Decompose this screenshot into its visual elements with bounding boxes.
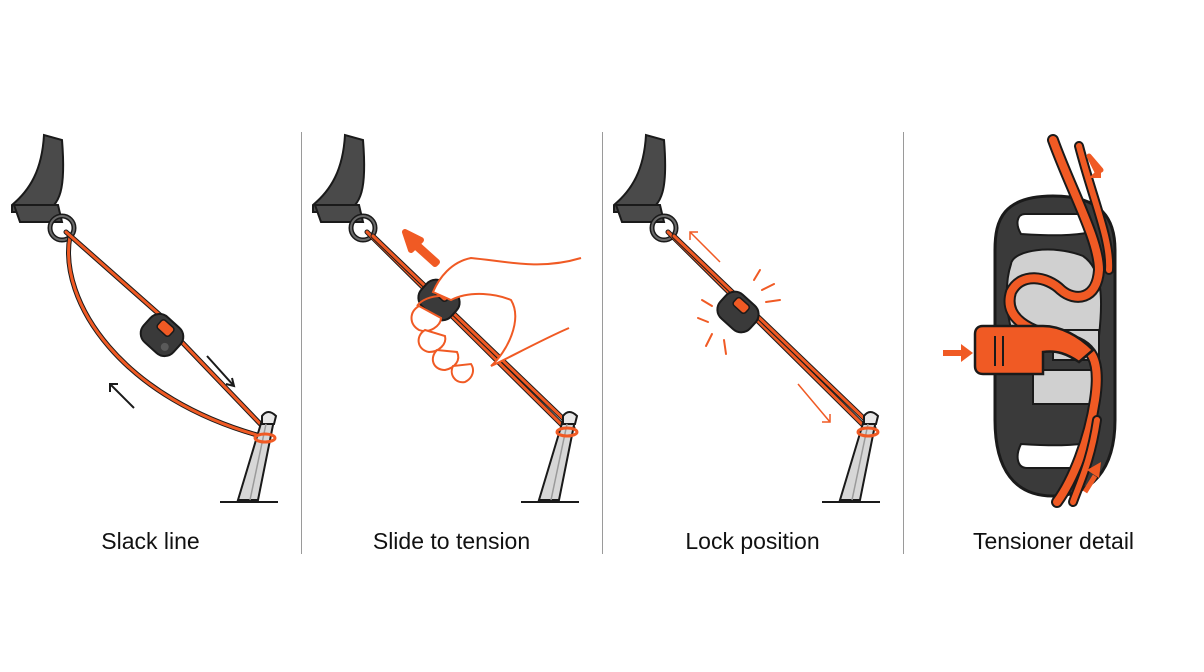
hand-outline: [410, 256, 582, 384]
click-spark-lines: [697, 269, 781, 355]
step-panel-slack-line: Slack line: [0, 0, 301, 672]
tent-strap: [312, 133, 366, 213]
panel-divider: [602, 132, 603, 554]
tensioner-detail-illustration: [943, 134, 1117, 508]
step-panel-lock-position: Lock position: [602, 0, 903, 672]
slack-line-illustration: [11, 133, 278, 503]
panel-divider: [301, 132, 302, 554]
step-caption: Lock position: [685, 528, 820, 554]
panel-divider: [903, 132, 904, 554]
slide-arrow-right: [206, 355, 236, 388]
tensioner: [716, 290, 760, 334]
tensioner: [139, 312, 185, 358]
step-caption: Tensioner detail: [972, 528, 1135, 554]
tent-stake: [521, 411, 579, 503]
cam-lever: [973, 324, 1095, 376]
tension-arrow-up: [689, 231, 721, 263]
tension-arrow-down: [797, 383, 831, 423]
step-panel-slide-to-tension: Slide to tension: [301, 0, 602, 672]
step-caption: Slide to tension: [372, 528, 531, 554]
tent-stake: [220, 411, 278, 503]
strap-webbing: [12, 204, 64, 223]
push-arrow-right: [943, 344, 973, 362]
cord-in-arrow: [1086, 153, 1104, 178]
tent-strap: [613, 133, 667, 213]
lock-position-illustration: [613, 133, 880, 503]
slack-arrow-left: [109, 383, 135, 409]
cord-out-arrow: [1082, 462, 1101, 494]
pull-arrow-up-left: [402, 229, 440, 267]
slide-to-tension-illustration: [312, 133, 582, 503]
tent-stake: [822, 411, 880, 503]
tent-strap: [11, 133, 65, 213]
step-caption: Slack line: [101, 528, 200, 554]
step-panel-tensioner-detail: Tensioner detail: [903, 0, 1204, 672]
